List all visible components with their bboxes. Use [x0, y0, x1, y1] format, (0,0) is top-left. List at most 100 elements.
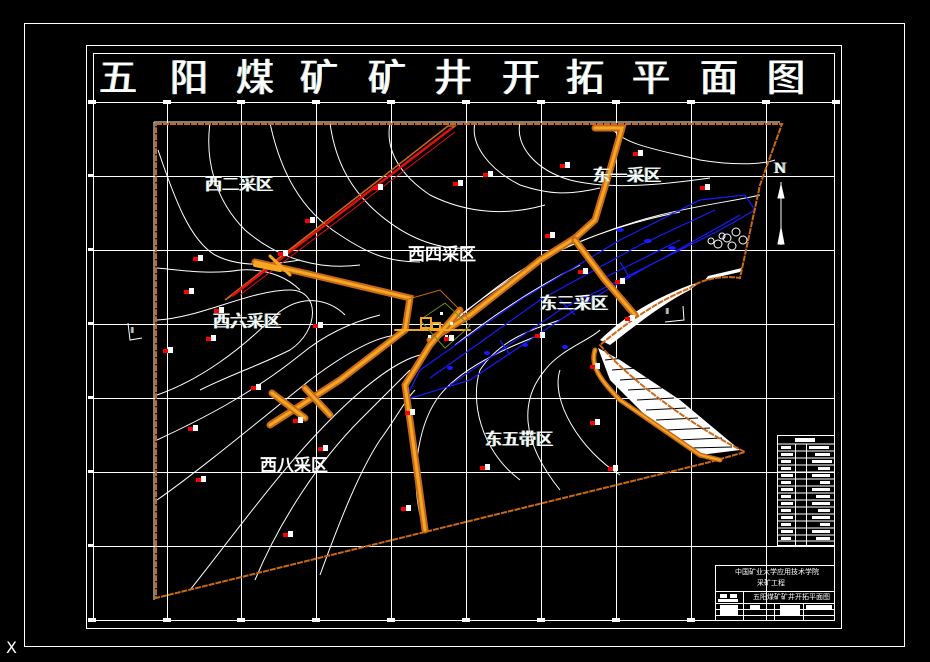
title-char: 面: [700, 56, 739, 100]
section-marks: [127, 305, 685, 341]
legend-table: [777, 435, 835, 546]
borehole-label-icon: [189, 288, 194, 294]
borehole-icon: [700, 186, 705, 190]
borehole-icon: [313, 324, 318, 328]
borehole-label-icon: [550, 232, 555, 238]
area-label-east-5: 东五带区: [485, 430, 553, 450]
borehole-icon: [196, 478, 201, 482]
title-char: 平: [632, 56, 671, 100]
borehole-label-icon: [613, 465, 618, 471]
borehole-label-icon: [406, 505, 411, 511]
borehole-label-icon: [638, 150, 643, 156]
area-label-west-6: 西六采区: [213, 312, 281, 332]
inner-frame: [93, 53, 835, 621]
title-char: 开: [502, 56, 541, 100]
shaft-industrial-site: [404, 289, 471, 349]
title-char: 矿: [368, 56, 407, 100]
borehole-label-icon: [310, 217, 315, 223]
borehole-icon: [625, 317, 630, 321]
borehole-icon: [483, 173, 488, 177]
borehole-icon: [453, 182, 458, 186]
ucs-axis-icon: X: [6, 638, 17, 657]
title-char: 拓: [566, 56, 605, 100]
borehole-icon: [615, 280, 620, 284]
borehole-icon: [184, 290, 189, 294]
borehole-icon: [401, 507, 406, 511]
borehole-label-icon: [193, 425, 198, 431]
borehole-icon: [535, 334, 540, 338]
outer-frame: [24, 23, 905, 647]
borehole-icon: [633, 152, 638, 156]
outcrop-hatch: [598, 268, 742, 455]
area-label-west-8: 西八采区: [260, 456, 328, 476]
borehole-icon: [193, 257, 198, 261]
borehole-label-icon: [705, 184, 710, 190]
goaf-markers: [447, 228, 676, 370]
grid-tick-marks: [88, 100, 840, 622]
borehole-label-icon: [201, 476, 206, 482]
borehole-label-icon: [256, 384, 261, 390]
borehole-label-icon: [410, 409, 415, 415]
borehole-icon: [278, 252, 283, 256]
borehole-label-icon: [630, 315, 635, 321]
pillar-pattern: [707, 227, 748, 251]
borehole-label-icon: [620, 278, 625, 284]
borehole-label-icon: [540, 332, 545, 338]
borehole-label-icon: [488, 171, 493, 177]
title-block-drawing-name: 五阳煤矿矿井开拓平面图: [753, 593, 830, 601]
mine-boundary: [155, 123, 784, 600]
borehole-label-icon: [583, 268, 588, 274]
borehole-label-icon: [323, 445, 328, 451]
title-char: 阳: [170, 56, 209, 100]
borehole-label-icon: [288, 531, 293, 537]
borehole-icon: [545, 234, 550, 238]
borehole-label-icon: [219, 307, 224, 313]
title-char: 井: [434, 56, 473, 100]
borehole-icon: [163, 349, 168, 353]
title-char: 五: [99, 56, 138, 100]
borehole-icon: [293, 419, 298, 423]
north-arrow: [770, 176, 800, 245]
borehole-label-icon: [298, 417, 303, 423]
borehole-icon: [251, 386, 256, 390]
main-roadways: [251, 124, 723, 534]
area-label-west-4: 西四采区: [408, 245, 476, 265]
borehole-icon: [560, 164, 565, 168]
title-char: 煤: [236, 56, 275, 100]
borehole-icon: [318, 447, 323, 451]
borehole-icon: [214, 309, 219, 313]
borehole-icon: [444, 337, 449, 341]
borehole-icon: [578, 270, 583, 274]
borehole-label-icon: [378, 184, 383, 190]
section-mark-east: I: [666, 307, 669, 316]
borehole-icon: [608, 467, 613, 471]
borehole-icon: [405, 411, 410, 415]
borehole-icon: [206, 337, 211, 341]
borehole-label-icon: [485, 464, 490, 470]
borehole-label-icon: [565, 162, 570, 168]
borehole-icon: [590, 365, 595, 369]
borehole-icon: [480, 466, 485, 470]
borehole-label-icon: [168, 347, 173, 353]
area-label-east-3: 东三采区: [540, 294, 608, 314]
borehole-label-icon: [211, 335, 216, 341]
borehole-markers: [163, 150, 710, 537]
borehole-icon: [590, 421, 595, 425]
borehole-label-icon: [198, 255, 203, 261]
area-label-west-2: 西二采区: [205, 175, 273, 195]
borehole-label-icon: [458, 180, 463, 186]
borehole-label-icon: [449, 335, 454, 341]
title-block-school: 中国矿业大学应用技术学院: [735, 568, 819, 576]
borehole-icon: [305, 219, 310, 223]
title-char: 图: [767, 56, 806, 100]
borehole-label-icon: [595, 363, 600, 369]
borehole-icon: [188, 427, 193, 431]
title-char: 矿: [300, 56, 339, 100]
title-block-major: 采矿工程: [757, 579, 785, 587]
inclined-shaft: [224, 125, 458, 301]
borehole-label-icon: [318, 322, 323, 328]
borehole-label-icon: [595, 419, 600, 425]
borehole-label-icon: [283, 250, 288, 256]
drawing-frame: [86, 45, 842, 629]
